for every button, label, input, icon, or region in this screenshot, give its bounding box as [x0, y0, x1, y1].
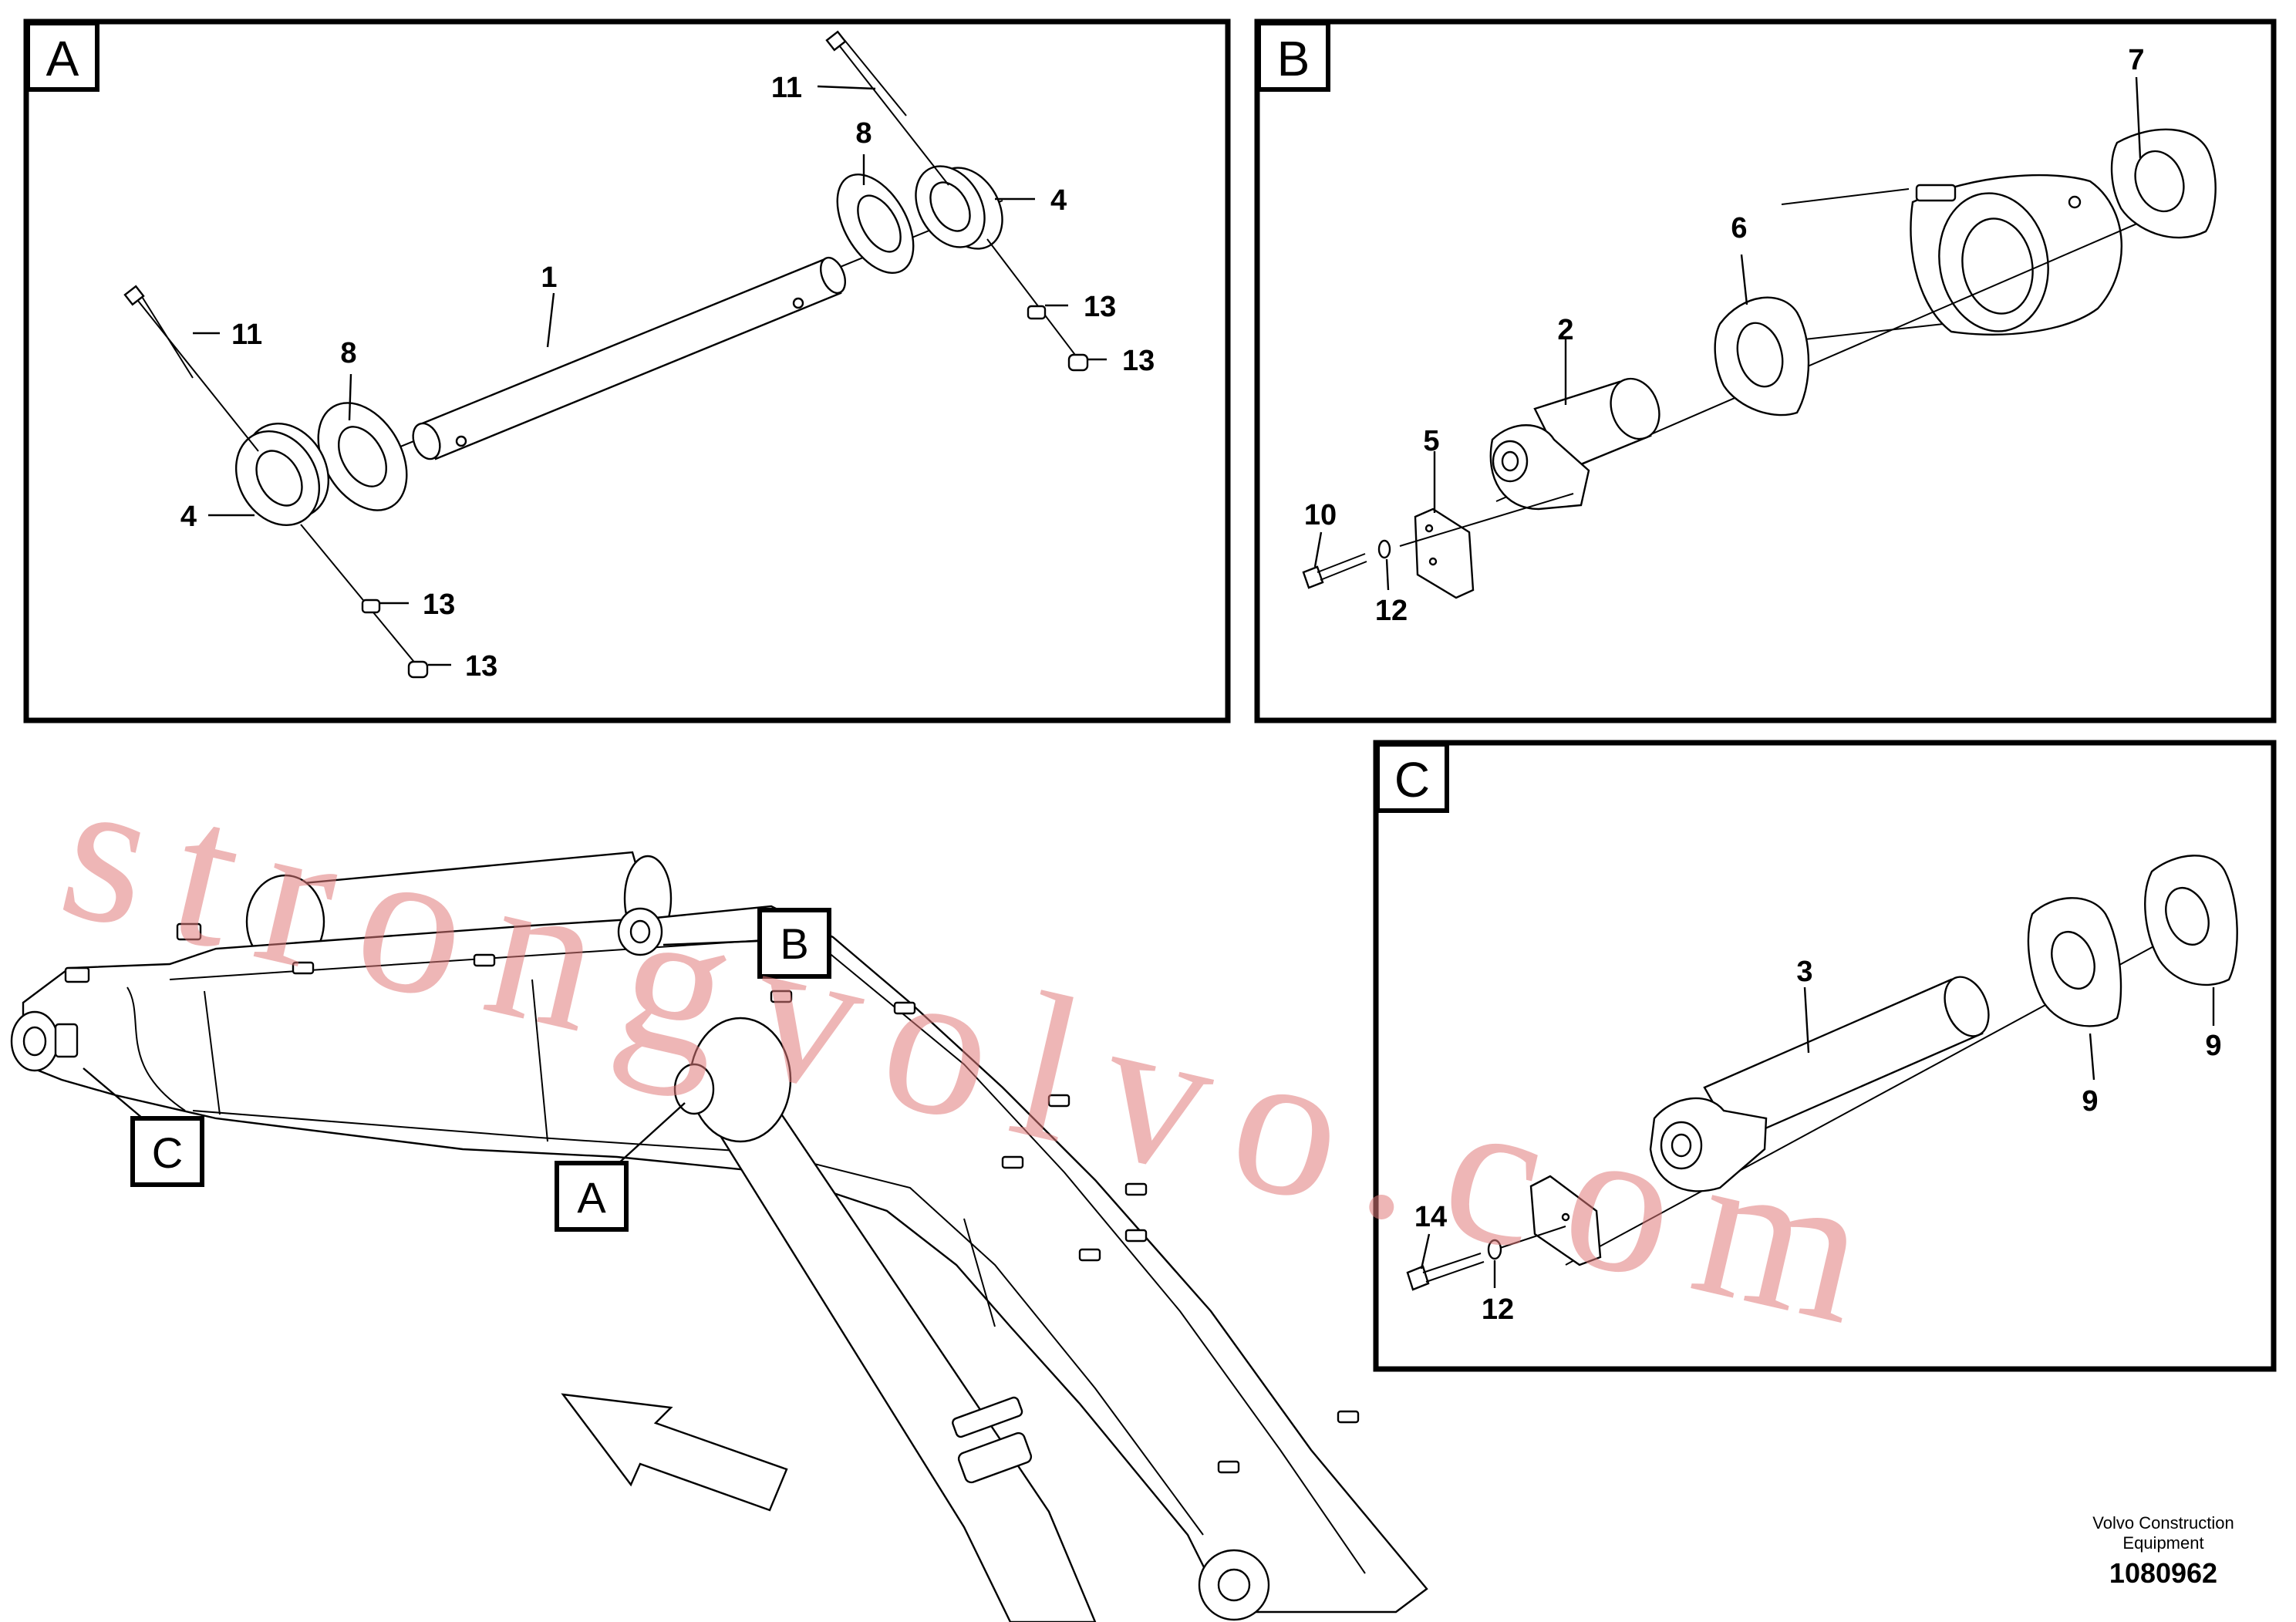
callout-7: 7	[2128, 44, 2144, 76]
panel-a-frame	[23, 19, 1231, 723]
boom-nose	[10, 922, 202, 1111]
washer-8-left	[317, 402, 408, 511]
bolt-11-left	[123, 285, 259, 452]
leader-8-left	[348, 373, 352, 421]
bolt-11-right	[825, 30, 949, 186]
view-direction-arrow	[561, 1393, 788, 1512]
panel-c-label: C	[1394, 752, 1430, 808]
leader-10	[1313, 531, 1323, 568]
panel-c-frame	[1373, 740, 2277, 1372]
panel-a: A	[23, 19, 1231, 723]
leader-3	[1803, 986, 1810, 1054]
washer-6	[1714, 296, 1810, 416]
washer-8-right	[836, 173, 915, 275]
svg-text:B: B	[780, 919, 808, 968]
washer-7	[2110, 128, 2217, 239]
panel-b: B	[1254, 19, 2277, 723]
washer-9-left	[2027, 897, 2122, 1027]
panel-a-label: A	[46, 31, 79, 86]
callout-3: 3	[1796, 956, 1812, 988]
callout-11-left: 11	[231, 319, 262, 351]
panel-b-frame	[1254, 19, 2277, 723]
callout-13-l1: 13	[423, 588, 455, 621]
callout-13-r2: 13	[1122, 345, 1155, 377]
panel-a-label-box	[25, 21, 99, 92]
leader-7	[2135, 76, 2142, 159]
fitting-13-right-2	[1067, 353, 1089, 372]
callout-2: 2	[1557, 314, 1573, 346]
footer-company-line2: Equipment	[2122, 1533, 2203, 1553]
svg-text:A: A	[577, 1173, 606, 1222]
boom-foot	[1198, 1549, 1270, 1621]
callout-12-c: 12	[1482, 1293, 1514, 1326]
callout-4-right: 4	[1050, 184, 1067, 217]
leader-1	[546, 292, 555, 348]
boom-overview: A B C	[10, 851, 1428, 1622]
callout-4-left: 4	[180, 501, 197, 533]
panel-b-label: B	[1277, 31, 1310, 86]
callout-5: 5	[1423, 425, 1439, 457]
fitting-13-right-1	[1027, 305, 1047, 320]
pin-2	[1489, 377, 1660, 511]
lock-plate-c	[1529, 1175, 1602, 1266]
overview-callout-c: C	[83, 1067, 204, 1187]
callout-6: 6	[1731, 212, 1747, 244]
bushing-4-left	[234, 422, 330, 527]
overview-callout-a: A	[555, 1102, 686, 1232]
lock-plate-5	[1414, 508, 1475, 599]
callout-12-b: 12	[1375, 595, 1408, 627]
callout-9-left: 9	[2082, 1085, 2098, 1118]
cylinder-eye	[1781, 174, 2123, 340]
footer: Volvo Construction Equipment 1080962	[2092, 1513, 2234, 1589]
washer-12-b	[1377, 539, 1391, 559]
boom-pivot-b	[617, 907, 663, 956]
pin-1	[412, 256, 846, 460]
leader-11-right	[817, 85, 876, 90]
leader-6	[1740, 254, 1748, 305]
callout-10: 10	[1304, 499, 1337, 531]
pin-3	[1649, 976, 1990, 1192]
bolt-14	[1406, 1253, 1485, 1291]
callout-13-l2: 13	[465, 650, 497, 683]
callout-14: 14	[1414, 1201, 1447, 1233]
callout-8-left: 8	[340, 337, 356, 369]
washer-9-right	[2144, 855, 2238, 986]
fitting-13-left-1	[361, 599, 381, 614]
callout-13-r1: 13	[1084, 291, 1116, 323]
washer-12-c	[1487, 1239, 1502, 1260]
callout-11-right: 11	[771, 72, 802, 104]
panel-c: C	[1373, 740, 2277, 1372]
drawing-number: 1080962	[2109, 1557, 2217, 1589]
callout-8-right: 8	[855, 117, 872, 150]
leader-9-left	[2089, 1033, 2095, 1081]
footer-company-line1: Volvo Construction	[2092, 1513, 2234, 1533]
fitting-13-left-2	[407, 660, 429, 679]
panel-c-label-box	[1375, 742, 1449, 813]
lift-cylinder	[673, 1017, 1097, 1622]
leader-12-b	[1385, 558, 1390, 591]
overview-callout-b: B	[663, 908, 831, 979]
callout-9-right: 9	[2205, 1030, 2221, 1062]
svg-text:C: C	[152, 1128, 183, 1177]
leader-14	[1420, 1233, 1431, 1270]
bolt-10	[1302, 553, 1367, 589]
callout-1: 1	[541, 261, 557, 294]
panel-b-label-box	[1256, 21, 1330, 92]
bushing-4-right	[915, 165, 1003, 250]
